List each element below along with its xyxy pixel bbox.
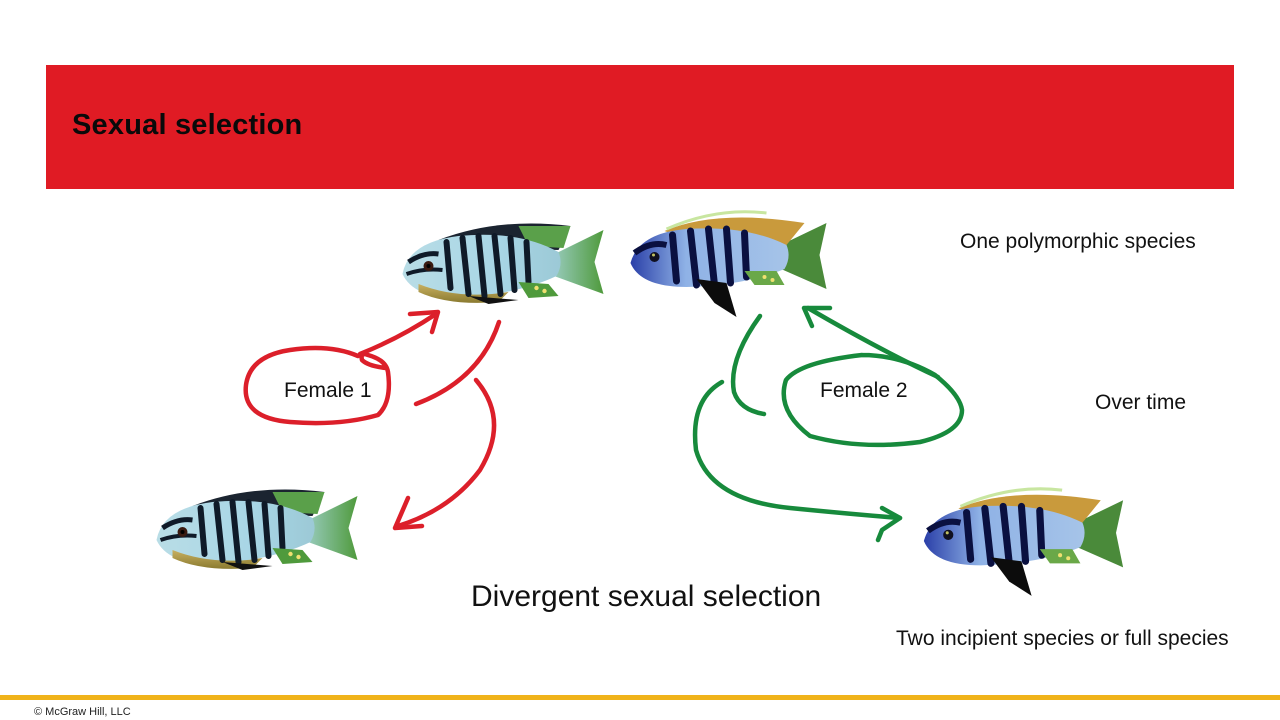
- title-banner: Sexual selection: [46, 65, 1234, 189]
- divergent-sexual-selection-label: Divergent sexual selection: [471, 580, 822, 613]
- female-2-label: Female 2: [820, 379, 908, 402]
- over-time-label: Over time: [1095, 391, 1187, 414]
- female-1-label: Female 1: [284, 379, 372, 402]
- female-1-annotations: [243, 309, 502, 531]
- female-2-annotations: [692, 305, 965, 543]
- copyright-notice: © McGraw Hill, LLC: [34, 706, 131, 718]
- two-incipient-species-label: Two incipient species or full species: [896, 627, 1229, 650]
- one-polymorphic-species-label: One polymorphic species: [960, 230, 1196, 253]
- footer-divider: [0, 695, 1280, 700]
- slide-title: Sexual selection: [72, 109, 303, 141]
